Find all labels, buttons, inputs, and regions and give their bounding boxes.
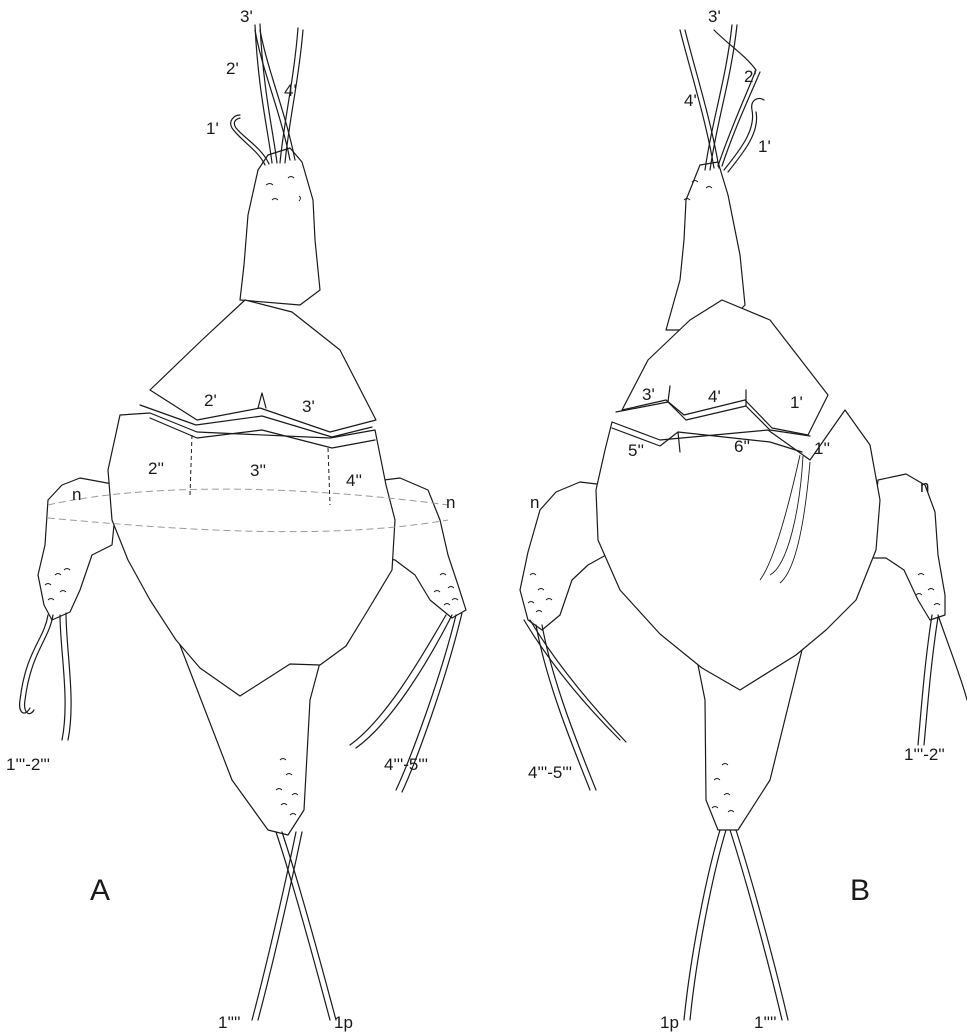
label-n-right: n: [446, 493, 455, 512]
panel-a-label: A: [90, 874, 110, 907]
label-apical-1: 1': [758, 137, 771, 156]
label-plate-6pp: 6'': [734, 437, 750, 456]
label-apical-2: 2': [226, 59, 239, 78]
label-plate-1pp: 1'': [814, 439, 830, 458]
label-plate-3p: 3': [642, 385, 655, 404]
label-antapical: 1'''': [218, 1013, 240, 1032]
label-plate-4pp: 4'': [346, 471, 362, 490]
panel-a: 3' 2' 4' 1' 2' 3' 2'' 3'' 4'' n n 1'''-2…: [6, 7, 466, 1032]
label-posterior: 1p: [334, 1013, 353, 1032]
label-antapical: 1'''': [754, 1013, 776, 1032]
right-horn-spines: [918, 615, 967, 745]
epitheca-top: [150, 300, 376, 432]
label-plate-2pp: 2'': [148, 459, 164, 478]
label-horn-left: 4'''-5''': [528, 763, 572, 782]
label-plate-2p: 2': [204, 391, 217, 410]
label-apical-3: 3': [240, 7, 253, 26]
panel-b-label: B: [850, 874, 870, 907]
panel-b: 3' 2' 4' 1' 3' 4' 1' 5'' 6'' 1'' n n 4''…: [520, 7, 967, 1032]
label-n-right: n: [920, 477, 929, 496]
apical-horn: [240, 148, 320, 305]
left-horn-spines: [20, 613, 71, 740]
label-apical-2: 2': [744, 67, 757, 86]
label-apical-3: 3': [708, 7, 721, 26]
label-plate-4p: 4': [708, 387, 721, 406]
label-horn-left: 1'''-2''': [6, 755, 50, 774]
label-apical-4: 4': [284, 81, 297, 100]
hypotheca-body: [108, 413, 395, 696]
label-apical-4: 4': [684, 91, 697, 110]
label-plate-1p: 1': [790, 393, 803, 412]
label-plate-3pp: 3'': [250, 461, 266, 480]
label-plate-5pp: 5'': [628, 441, 644, 460]
epitheca-top: [622, 300, 828, 435]
label-posterior: 1p: [660, 1013, 679, 1032]
label-n-left: n: [72, 485, 81, 504]
label-apical-1: 1': [206, 119, 219, 138]
label-horn-right: 1'''-2'': [904, 745, 945, 764]
label-horn-right: 4'''-5''': [384, 755, 428, 774]
antapical-spines: [252, 832, 336, 1020]
right-lateral-horn: [870, 474, 945, 620]
label-plate-3p: 3': [302, 397, 315, 416]
label-n-left: n: [530, 493, 539, 512]
antapical-spines: [684, 830, 788, 1020]
